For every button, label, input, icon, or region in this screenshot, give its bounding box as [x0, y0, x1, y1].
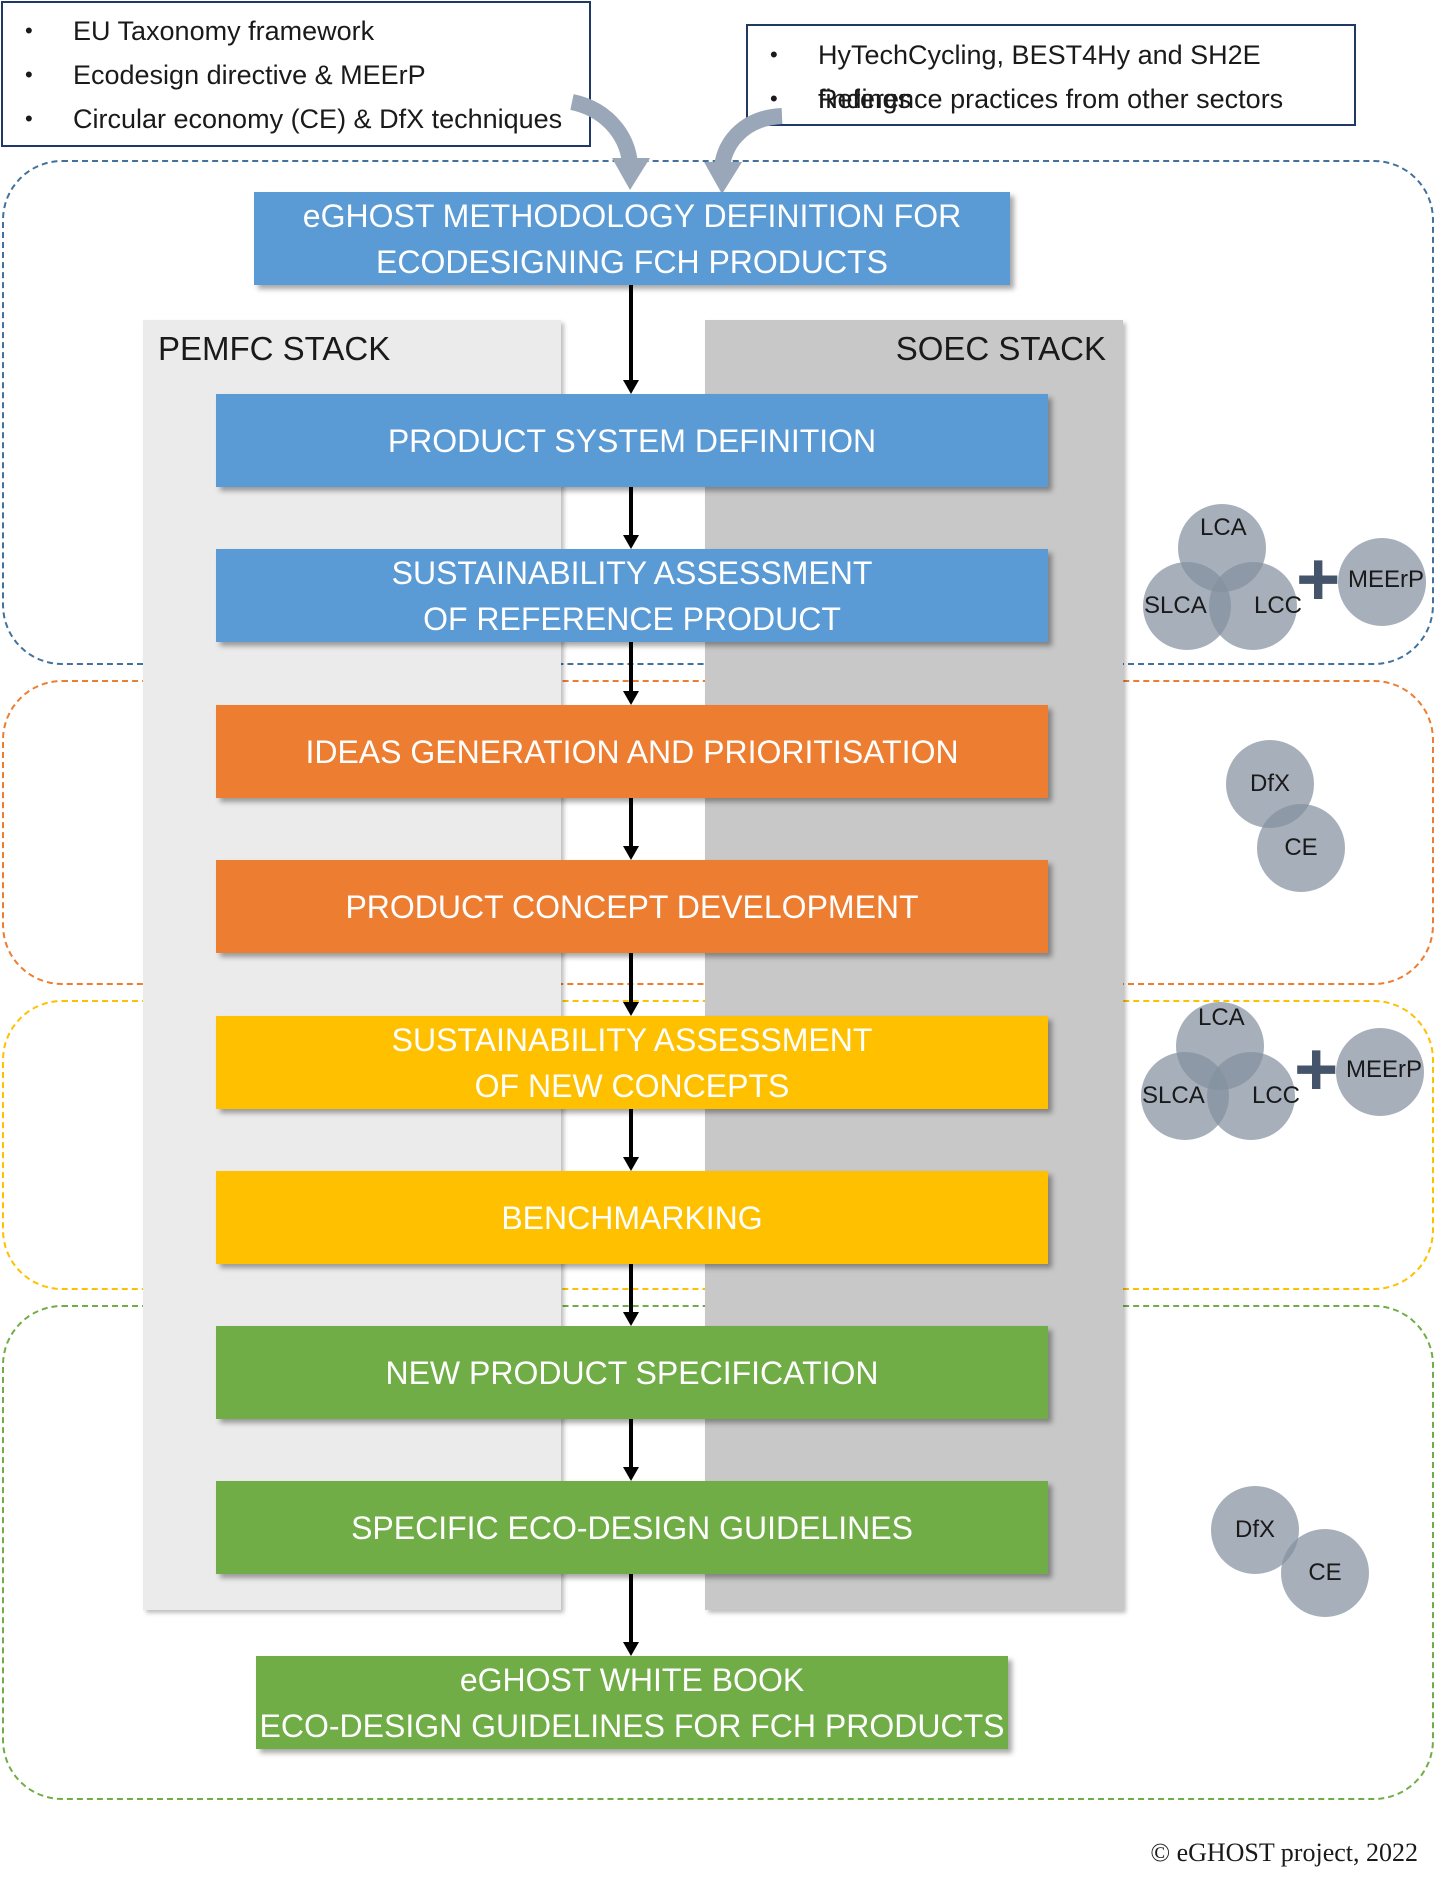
connector-arrow-head — [623, 1002, 639, 1016]
connector-arrow-head — [623, 846, 639, 860]
connector-arrow-line — [629, 953, 633, 1003]
meerp-circle — [1338, 538, 1426, 626]
step-product-concept-development: PRODUCT CONCEPT DEVELOPMENT — [216, 860, 1048, 953]
connector-arrow-line — [629, 1419, 633, 1468]
slca-label: SLCA — [1142, 1082, 1205, 1109]
list-item: •Ecodesign directive & MEErP — [25, 60, 426, 90]
plus-icon: + — [1294, 1027, 1339, 1112]
connector-arrow-line — [629, 642, 633, 692]
meerp-label: MEErP — [1346, 1056, 1423, 1083]
connector-arrow-line — [629, 798, 633, 847]
step-benchmarking: BENCHMARKING — [216, 1171, 1048, 1264]
connector-arrow-line — [629, 1109, 633, 1158]
dfx-circle: DfX — [1226, 740, 1314, 828]
plus-icon: + — [1296, 537, 1341, 622]
right-input-arrow — [714, 108, 783, 171]
list-item: •HyTechCycling, BEST4Hy and SH2E finding… — [770, 40, 1261, 114]
step-eco-design-guidelines: SPECIFIC ECO-DESIGN GUIDELINES — [216, 1481, 1048, 1574]
step-product-system-definition: PRODUCT SYSTEM DEFINITION — [216, 394, 1048, 487]
list-item: •Reference practices from other sectors — [770, 84, 1284, 114]
input-arrows — [570, 94, 783, 194]
slca-label: SLCA — [1144, 592, 1207, 619]
lcc-circle — [1209, 562, 1297, 650]
regulatory-inputs-box: •EU Taxonomy framework •Ecodesign direct… — [1, 1, 591, 147]
pemfc-stack-label: PEMFC STACK — [158, 330, 391, 367]
meerp-circle — [1336, 1028, 1424, 1116]
connector-arrow-head — [623, 1642, 639, 1656]
step-new-product-specification: NEW PRODUCT SPECIFICATION — [216, 1326, 1048, 1419]
connector-arrow-head — [623, 1467, 639, 1481]
lcc-circle — [1207, 1052, 1295, 1140]
left-input-arrow-head — [612, 158, 650, 190]
soec-stack-label: SOEC STACK — [895, 330, 1106, 367]
lcc-label: LCC — [1254, 592, 1303, 619]
lca-label: LCA — [1198, 1004, 1245, 1031]
right-input-arrow-head — [704, 162, 742, 194]
connector-arrow-line — [629, 1574, 633, 1643]
connector-arrow-head — [623, 1312, 639, 1326]
connector-arrow-line — [629, 285, 633, 381]
connector-arrow-head — [623, 535, 639, 549]
step-ideas-generation: IDEAS GENERATION AND PRIORITISATION — [216, 705, 1048, 798]
list-item: •Circular economy (CE) & DfX techniques — [25, 104, 563, 134]
lcc-label: LCC — [1252, 1082, 1301, 1109]
connector-arrow-line — [629, 487, 633, 536]
connector-arrow-head — [623, 691, 639, 705]
ce-circle: CE — [1281, 1529, 1369, 1617]
meerp-label: MEErP — [1348, 566, 1425, 593]
ce-circle: CE — [1257, 804, 1345, 892]
lca-label: LCA — [1200, 514, 1247, 541]
project-inputs-box: •HyTechCycling, BEST4Hy and SH2E finding… — [746, 24, 1356, 126]
copyright-notice: © eGHOST project, 2022 — [1150, 1838, 1418, 1867]
connector-arrow-head — [623, 380, 639, 394]
connector-arrow-line — [629, 1264, 633, 1313]
list-item: •EU Taxonomy framework — [25, 16, 375, 46]
connector-arrow-head — [623, 1157, 639, 1171]
